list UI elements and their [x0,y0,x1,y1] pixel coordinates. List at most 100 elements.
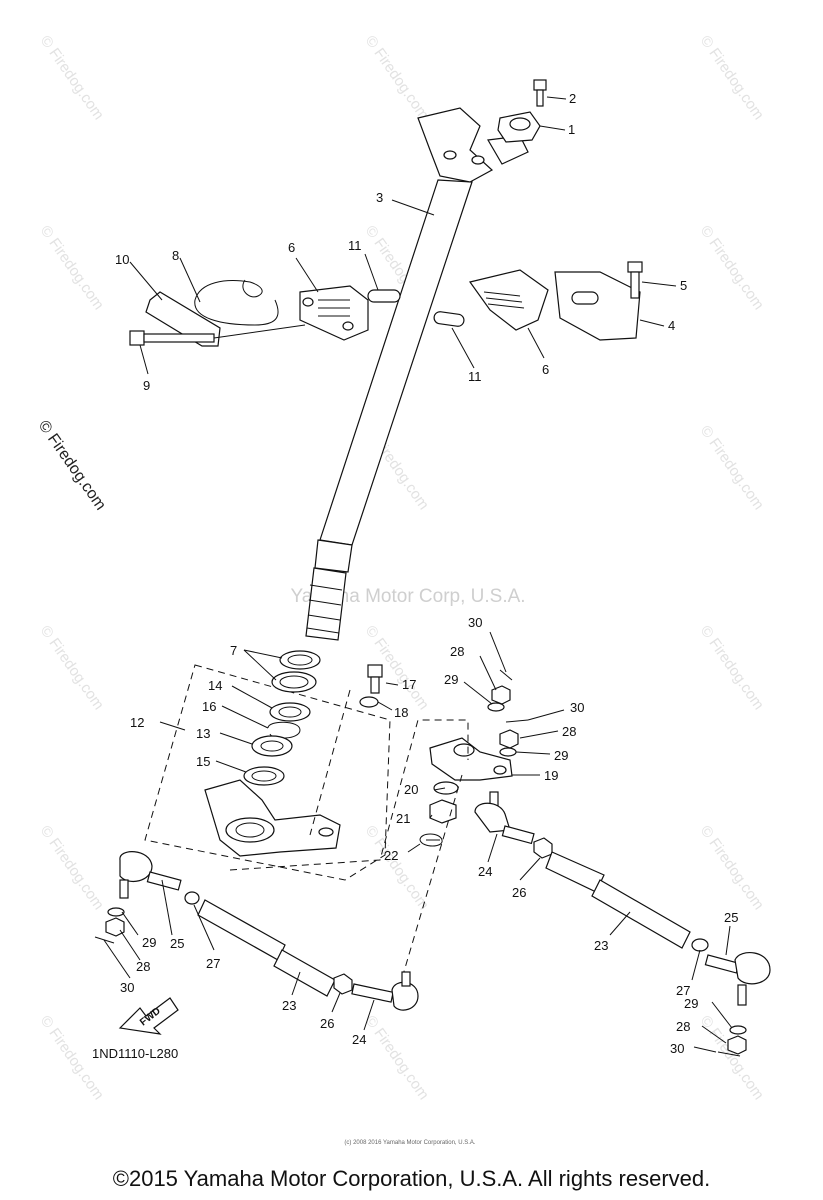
callout-17: 17 [402,677,416,692]
washer-29-right [729,1025,747,1035]
callout-27-right: 27 [676,983,690,998]
callout-29-right: 29 [684,996,698,1011]
callout-30-left: 30 [120,980,134,995]
seal-15 [243,766,285,786]
watermark-text: © Firedog.com [37,33,107,124]
tie-rod-23-left [197,899,336,997]
callout-11b: 11 [468,369,482,384]
callout-10: 10 [115,252,129,267]
tie-rod-end-25-left [119,851,182,899]
fwd-arrow-icon: FWD [118,997,179,1035]
callout-1: 1 [568,122,575,137]
nut-27-right [691,938,709,952]
callout-30-upper: 30 [468,615,482,630]
castle-nut-28-mid [499,729,519,749]
bolt-2 [533,79,547,107]
watermark-text: © Firedog.com [697,623,767,714]
cotter-pin-30-right [717,1051,741,1057]
callout-25-left: 25 [170,936,184,951]
callout-29-upper: 29 [444,672,458,687]
watermark-text: © Firedog.com [697,223,767,314]
callout-15: 15 [196,754,210,769]
collar-11-left [367,289,401,303]
callout-11: 11 [348,238,362,253]
callout-23-left: 23 [282,998,296,1013]
copyright-footer: ©2015 Yamaha Motor Corporation, U.S.A. A… [112,1166,711,1191]
center-watermark: Yamaha Motor Corp, U.S.A. [290,586,525,607]
callout-8: 8 [172,248,179,263]
callout-18: 18 [394,705,408,720]
washer-29-upper [487,702,505,712]
callout-22: 22 [384,848,398,863]
pitman-arm-19 [429,737,513,781]
bushing-6-left [299,285,369,341]
watermark-text: © Firedog.com [697,823,767,914]
bolt-9 [129,330,215,346]
nut-26-right [533,837,553,859]
callout-28-upper: 28 [450,644,464,659]
bearing-13 [251,735,293,757]
bolt-5 [627,261,643,299]
callout-25-right: 25 [724,910,738,925]
bracket-4 [554,271,641,341]
callout-16: 16 [202,699,216,714]
watermark-text: © Firedog.com [37,223,107,314]
watermark-text: © Firedog.com [697,423,767,514]
nut-26-left [333,973,353,995]
assembly-12-outline [144,664,391,881]
callout-7: 7 [230,643,237,658]
watermark-text: © Firedog.com [37,823,107,914]
watermark-text: © Firedog.com [697,1013,767,1104]
callout-12: 12 [130,715,144,730]
callout-14: 14 [208,678,222,693]
watermark-text: © Firedog.com [362,1013,432,1104]
washer-29-mid [499,747,517,757]
watermark-text: © Firedog.com [697,33,767,124]
callout-29-mid: 29 [554,748,568,763]
side-watermark: © Firedog.com [35,418,109,514]
seal-7-upper [279,650,321,670]
castle-nut-28-left [105,917,125,937]
tie-rod-end-25-right [704,952,771,1006]
cotter-22 [419,833,443,847]
tie-rod-23-right [545,851,691,949]
callout-24-left: 24 [352,1032,366,1047]
callout-5: 5 [680,278,687,293]
callout-28-right: 28 [676,1019,690,1034]
castle-nut-28-upper [491,685,511,705]
washer-18 [359,696,379,708]
seal-7-lower [271,671,317,693]
callout-4: 4 [668,318,675,333]
callout-21: 21 [396,811,410,826]
castle-nut-28-right [727,1035,747,1055]
callout-29-left: 29 [142,935,156,950]
callout-6b: 6 [542,362,549,377]
leader-lines [103,96,733,1053]
watermark-text: © Firedog.com [37,623,107,714]
cotter-pin-30-upper [499,669,513,681]
diagram-code: 1ND1110-L280 [92,1046,178,1061]
plate-10 [145,291,221,347]
washer-20 [433,781,459,795]
callout-30-mid: 30 [570,700,584,715]
fine-print: (c) 2008 2016 Yamaha Motor Corporation, … [344,1140,476,1146]
callout-28-left: 28 [136,959,150,974]
nut-27-left [184,891,200,905]
seal-14 [269,702,311,722]
callout-30-right: 30 [670,1041,684,1056]
callout-28-mid: 28 [562,724,576,739]
collar-11-right [433,311,465,327]
callout-26-right: 26 [512,885,526,900]
callout-9: 9 [143,378,150,393]
callout-numbers: 1 2 3 4 5 6 6 7 8 9 10 11 11 12 13 14 15… [115,91,738,1056]
callout-26-left: 26 [320,1016,334,1031]
callout-20: 20 [404,782,418,797]
spring-8 [194,279,279,326]
callout-24-right: 24 [478,864,492,879]
cotter-pin-30-mid [505,719,529,723]
callout-19: 19 [544,768,558,783]
steering-arm-housing [204,779,341,857]
bolt-17 [367,664,383,694]
tie-rod-end-24-right [474,791,535,845]
